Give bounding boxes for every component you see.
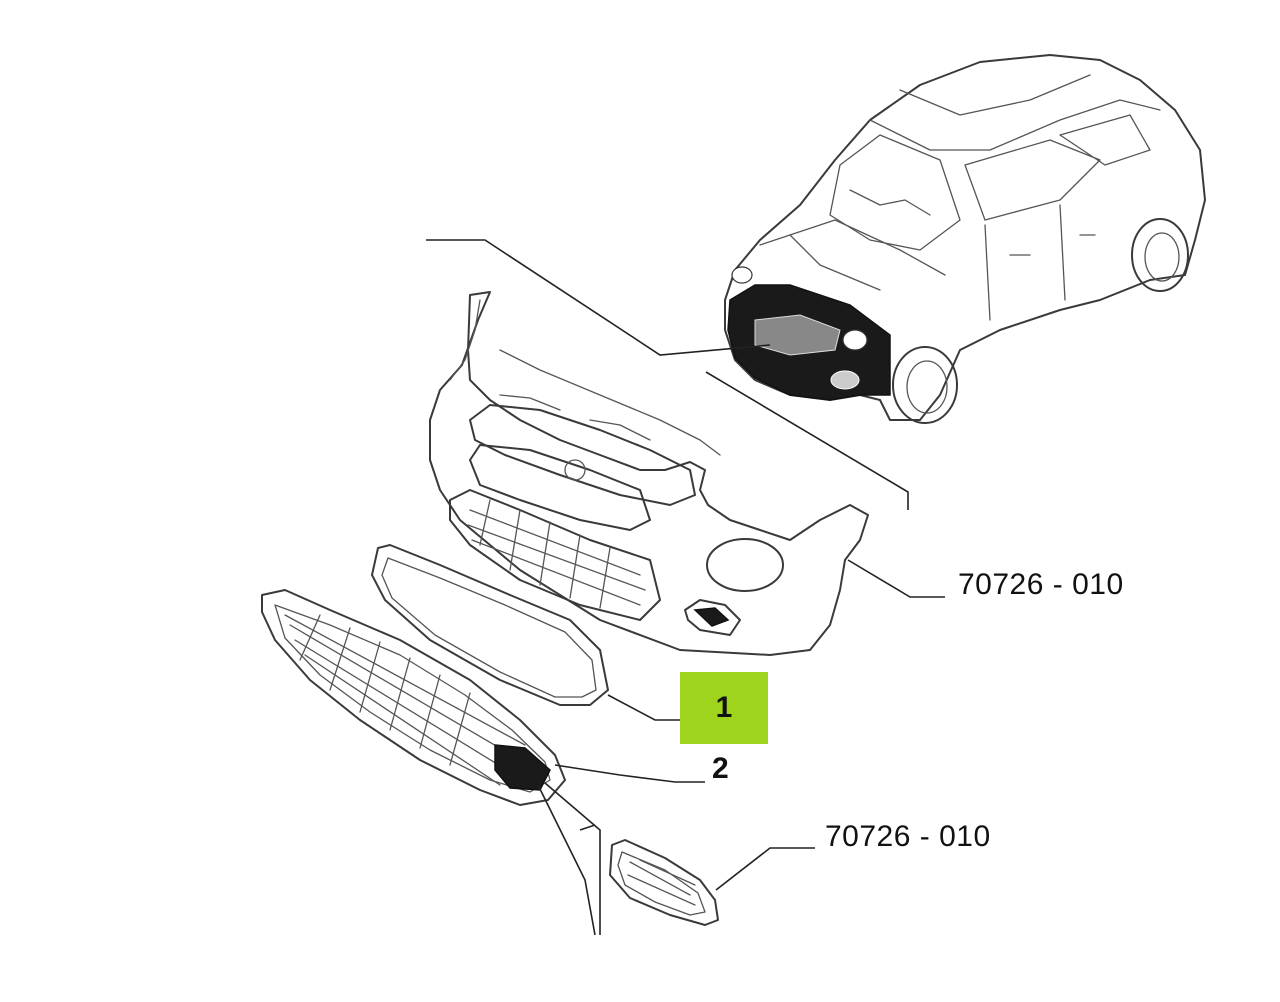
bumper-part-number: 70726 - 010 [958, 568, 1124, 601]
callout-2-label[interactable]: 2 [712, 752, 729, 785]
grille-frame-drawing [371, 544, 609, 706]
callout-1-label: 1 [715, 691, 733, 724]
fog-light-bezel-drawing [609, 839, 719, 926]
callout-1[interactable]: 1 [680, 672, 768, 744]
leader-lines [426, 239, 945, 936]
callout-1-highlight [680, 672, 768, 744]
mesh-grille-drawing [261, 589, 566, 806]
car-illustration [724, 54, 1206, 424]
front-bumper-drawing [429, 291, 869, 656]
fog-light-bezel-part-number: 70726 - 010 [825, 820, 991, 853]
